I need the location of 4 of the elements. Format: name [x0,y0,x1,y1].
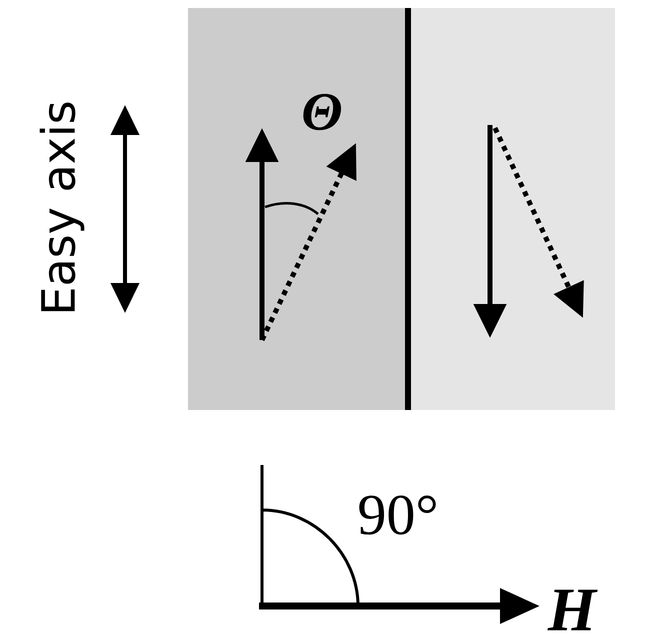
angle-label: Θ [303,94,342,130]
axis-label: Easy axis [40,102,84,312]
field-label: H [547,590,598,630]
angle-label: 90° [359,495,436,535]
